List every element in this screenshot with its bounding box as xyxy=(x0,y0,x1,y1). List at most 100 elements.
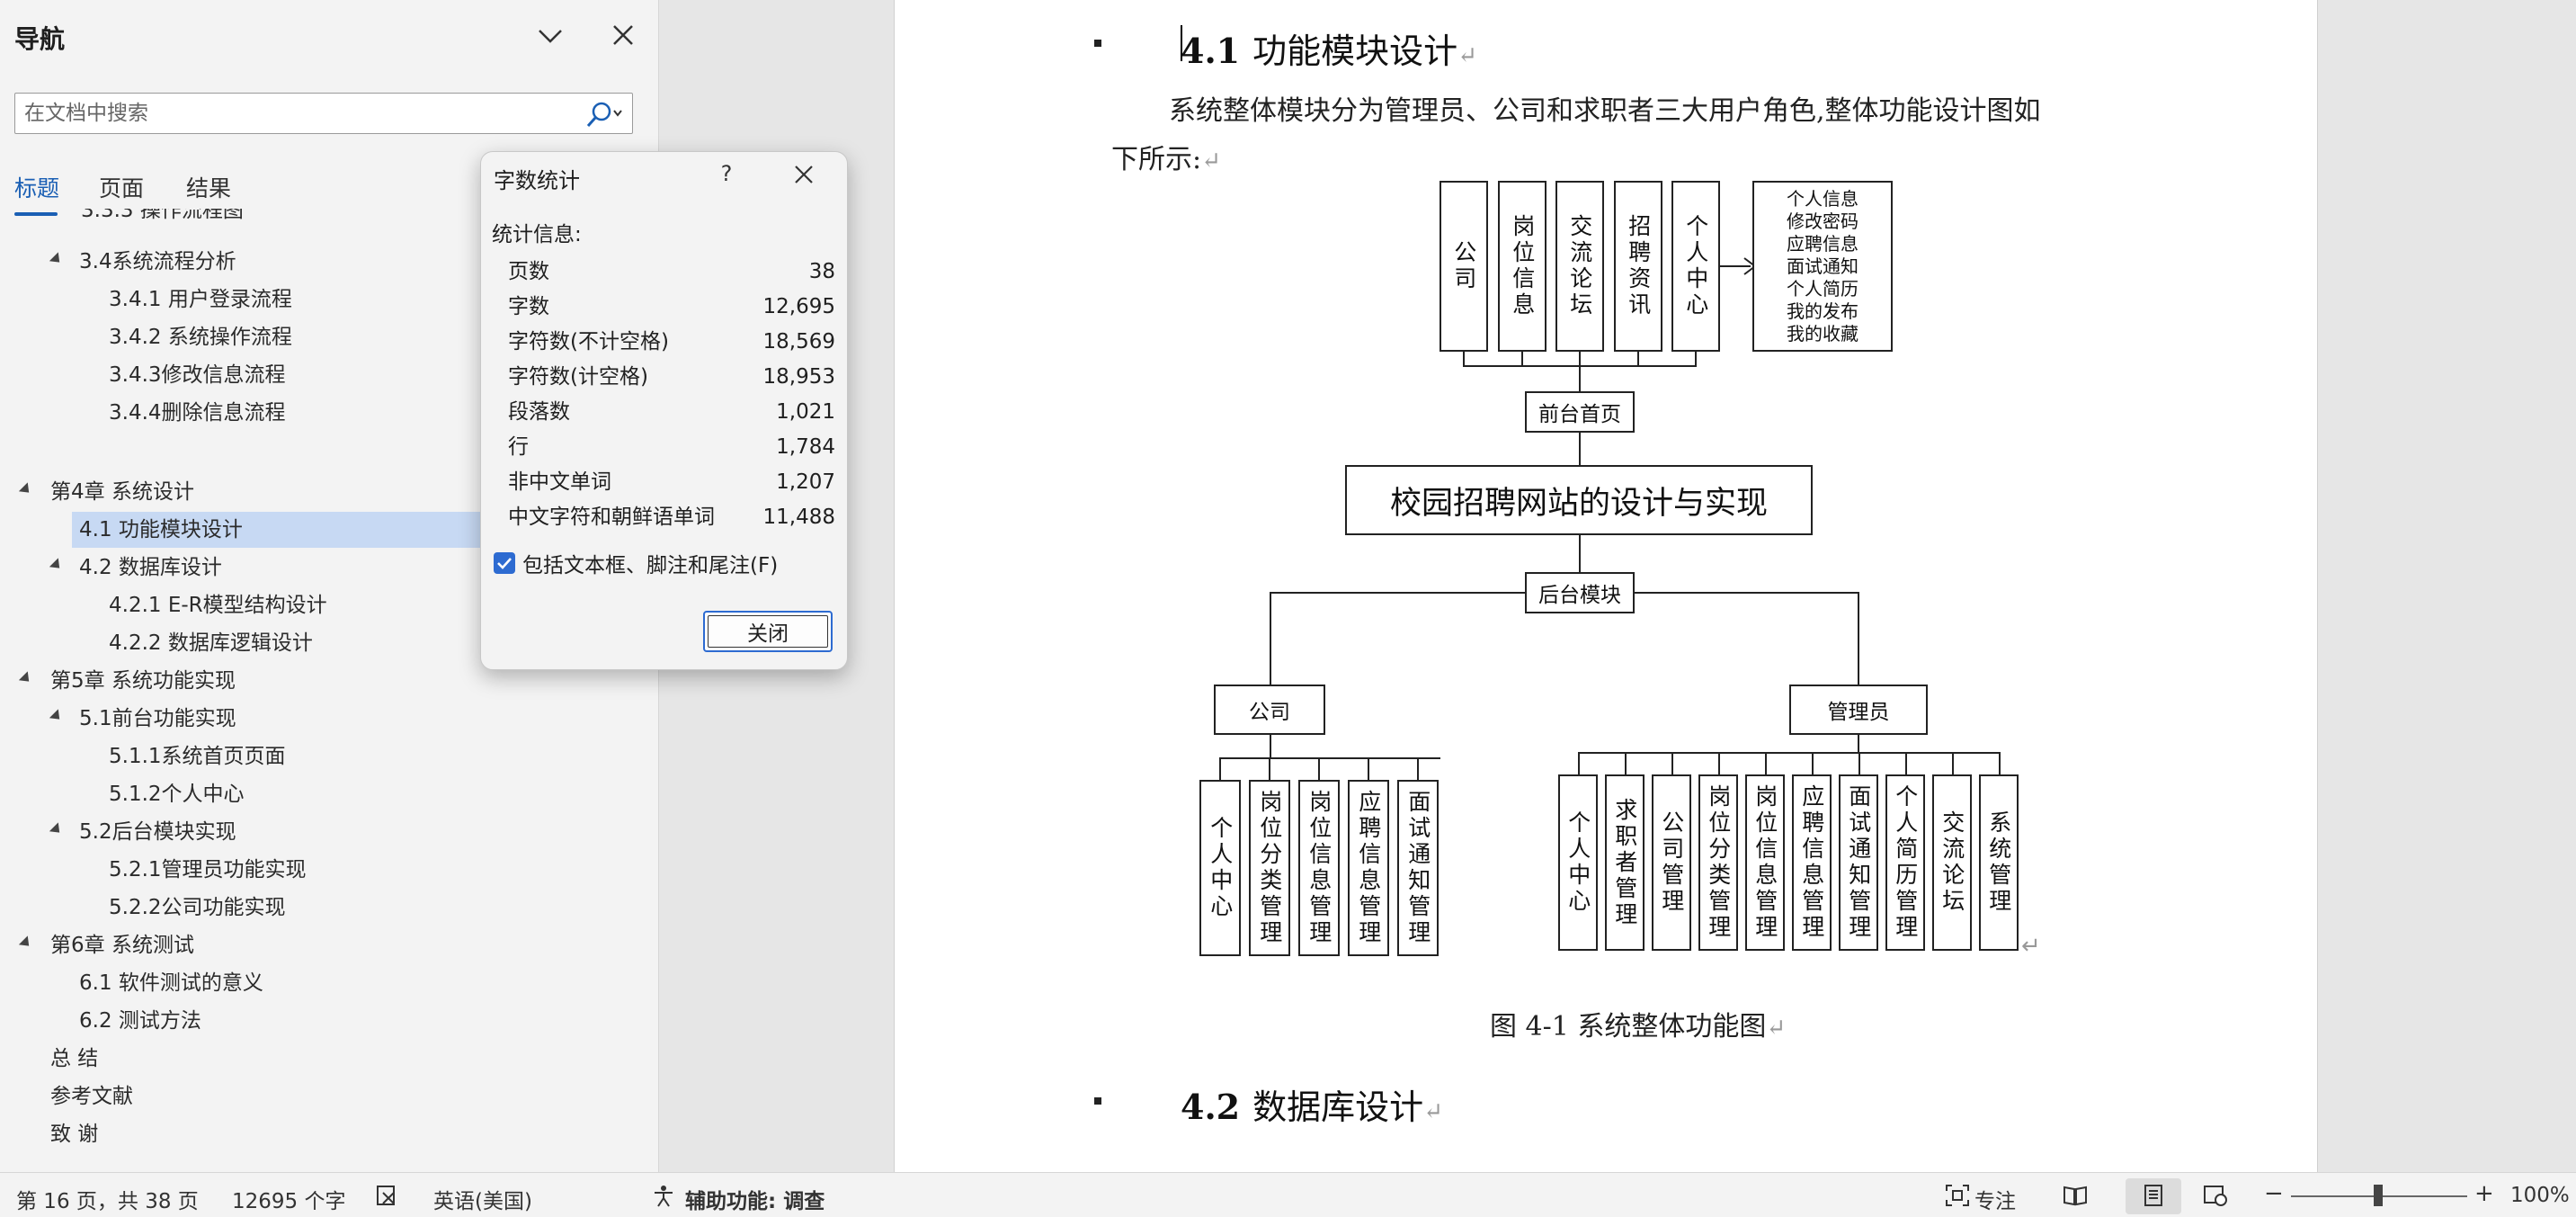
list-item: 我的收藏 xyxy=(1787,322,1858,345)
paragraph-line[interactable]: 系统整体模块分为管理员、公司和求职者三大用户角色,整体功能设计图如 xyxy=(1169,95,2041,127)
admin-function-box: 个人简历管理 xyxy=(1885,774,1925,951)
collapse-icon[interactable] xyxy=(49,252,65,267)
tab-results[interactable]: 结果 xyxy=(186,175,232,201)
stat-value: 38 xyxy=(808,260,835,283)
zoom-out-button[interactable]: − xyxy=(2264,1180,2284,1207)
stat-value: 1,784 xyxy=(776,435,835,459)
tree-item[interactable]: 3.4系统流程分析 xyxy=(79,250,236,273)
diagram-connector xyxy=(1905,752,1907,775)
close-icon[interactable] xyxy=(790,161,817,188)
diagram-connector xyxy=(1417,757,1419,781)
stat-label: 字数 xyxy=(508,295,549,318)
tree-item[interactable]: 第5章 系统功能实现 xyxy=(50,669,236,693)
word-count-indicator[interactable]: 12695 个字 xyxy=(232,1190,346,1213)
stat-value: 1,207 xyxy=(776,470,835,494)
tree-item[interactable]: 6.2 测试方法 xyxy=(79,1009,201,1033)
tree-item[interactable]: 6.1 软件测试的意义 xyxy=(79,971,263,995)
company-function-box: 岗位信息管理 xyxy=(1298,780,1340,956)
tree-item[interactable]: 4.2 数据库设计 xyxy=(79,556,222,579)
stat-value: 1,021 xyxy=(776,400,835,424)
paragraph-line[interactable]: 下所示:↵ xyxy=(1111,137,1221,176)
personal-center-list: 个人信息 修改密码 应聘信息 面试通知 个人简历 我的发布 我的收藏 xyxy=(1752,181,1893,352)
company-function-box: 岗位分类管理 xyxy=(1249,780,1290,956)
close-icon[interactable] xyxy=(608,20,638,50)
focus-mode-label[interactable]: 专注 xyxy=(1974,1190,2016,1213)
tree-item-selected[interactable]: 4.1 功能模块设计 xyxy=(72,512,504,548)
collapse-icon[interactable] xyxy=(18,671,34,686)
admin-box: 管理员 xyxy=(1789,685,1928,735)
collapse-icon[interactable] xyxy=(49,709,65,724)
zoom-level[interactable]: 100% xyxy=(2510,1184,2570,1207)
diagram-connector xyxy=(1765,752,1767,775)
tree-item[interactable]: 3.3.3 操作流程图 xyxy=(81,209,244,222)
company-box: 公司 xyxy=(1214,685,1325,735)
accessibility-icon[interactable] xyxy=(651,1184,676,1207)
tree-item[interactable]: 致 谢 xyxy=(50,1123,99,1146)
language-indicator[interactable]: 英语(美国) xyxy=(433,1190,532,1213)
search-input[interactable] xyxy=(15,94,555,133)
diagram-connector xyxy=(1219,757,1440,759)
paragraph-text: 下所示: xyxy=(1111,144,1202,175)
text-cursor xyxy=(1181,25,1182,61)
tree-item[interactable]: 5.2.2公司功能实现 xyxy=(109,896,286,919)
diagram-box-front: 交流论坛 xyxy=(1555,181,1604,352)
tree-item[interactable]: 5.1.1系统首页页面 xyxy=(109,745,286,768)
paragraph-mark: ↵ xyxy=(1457,42,1477,69)
tree-item[interactable]: 总 结 xyxy=(50,1047,99,1070)
nav-search-box xyxy=(14,93,633,134)
tree-item[interactable]: 3.4.2 系统操作流程 xyxy=(109,326,292,349)
print-layout-icon[interactable] xyxy=(2141,1184,2166,1207)
tree-item[interactable]: 3.4.3修改信息流程 xyxy=(109,363,286,387)
tree-item[interactable]: 5.1前台功能实现 xyxy=(79,707,236,730)
focus-icon[interactable] xyxy=(1945,1184,1970,1207)
stat-value: 11,488 xyxy=(762,506,835,529)
tree-item[interactable]: 4.2.2 数据库逻辑设计 xyxy=(109,631,313,655)
tree-item[interactable]: 5.2后台模块实现 xyxy=(79,820,236,844)
search-icon[interactable] xyxy=(578,99,628,130)
chevron-down-icon[interactable] xyxy=(536,22,565,50)
zoom-slider-thumb[interactable] xyxy=(2374,1185,2383,1206)
paragraph-mark: ↵ xyxy=(1423,1098,1443,1125)
tree-item[interactable]: 4.2.1 E-R模型结构设计 xyxy=(109,594,327,617)
list-item: 个人信息 xyxy=(1787,187,1858,210)
tree-item[interactable]: 3.4.1 用户登录流程 xyxy=(109,288,292,311)
tree-item[interactable]: 3.4.4删除信息流程 xyxy=(109,401,286,425)
figure-caption[interactable]: 图 4-1 系统整体功能图↵ xyxy=(1490,1004,1786,1043)
collapse-icon[interactable] xyxy=(49,558,65,573)
checkmark-icon xyxy=(497,558,512,569)
tree-item[interactable]: 参考文献 xyxy=(50,1085,133,1108)
tree-item[interactable]: 5.1.2个人中心 xyxy=(109,783,245,806)
diagram-connector xyxy=(1368,757,1369,781)
list-item: 应聘信息 xyxy=(1787,232,1858,255)
tab-headings[interactable]: 标题 xyxy=(14,175,60,201)
read-mode-icon[interactable] xyxy=(2063,1184,2088,1207)
close-button[interactable]: 关闭 xyxy=(703,611,833,652)
diagram-connector xyxy=(1318,757,1320,781)
tree-item[interactable]: 第4章 系统设计 xyxy=(50,480,194,504)
function-diagram[interactable]: 公司 岗位信息 交流论坛 招聘资讯 个人中心 个人信息 修改密码 应聘信息 面试… xyxy=(1196,175,2050,985)
admin-function-box: 系统管理 xyxy=(1979,774,2019,951)
accessibility-indicator[interactable]: 辅助功能: 调查 xyxy=(685,1190,825,1213)
help-button[interactable]: ? xyxy=(720,161,733,186)
zoom-in-button[interactable]: + xyxy=(2474,1180,2494,1207)
checkbox-label[interactable]: 包括文本框、脚注和尾注(F) xyxy=(522,554,779,577)
page-indicator[interactable]: 第 16 页，共 38 页 xyxy=(16,1190,199,1213)
admin-function-box: 公司管理 xyxy=(1652,774,1691,951)
collapse-icon[interactable] xyxy=(18,935,34,951)
web-layout-icon[interactable] xyxy=(2203,1184,2228,1207)
proofing-icon[interactable] xyxy=(376,1184,401,1207)
tree-item[interactable]: 第6章 系统测试 xyxy=(50,934,194,957)
collapse-icon[interactable] xyxy=(18,482,34,497)
tab-pages[interactable]: 页面 xyxy=(99,175,145,201)
diagram-connector xyxy=(1625,752,1627,775)
admin-function-box: 应聘信息管理 xyxy=(1792,774,1832,951)
include-textbox-checkbox[interactable] xyxy=(494,552,515,574)
tree-item[interactable]: 5.2.1管理员功能实现 xyxy=(109,858,307,881)
collapse-icon[interactable] xyxy=(49,822,65,837)
heading-bullet xyxy=(1094,40,1101,47)
